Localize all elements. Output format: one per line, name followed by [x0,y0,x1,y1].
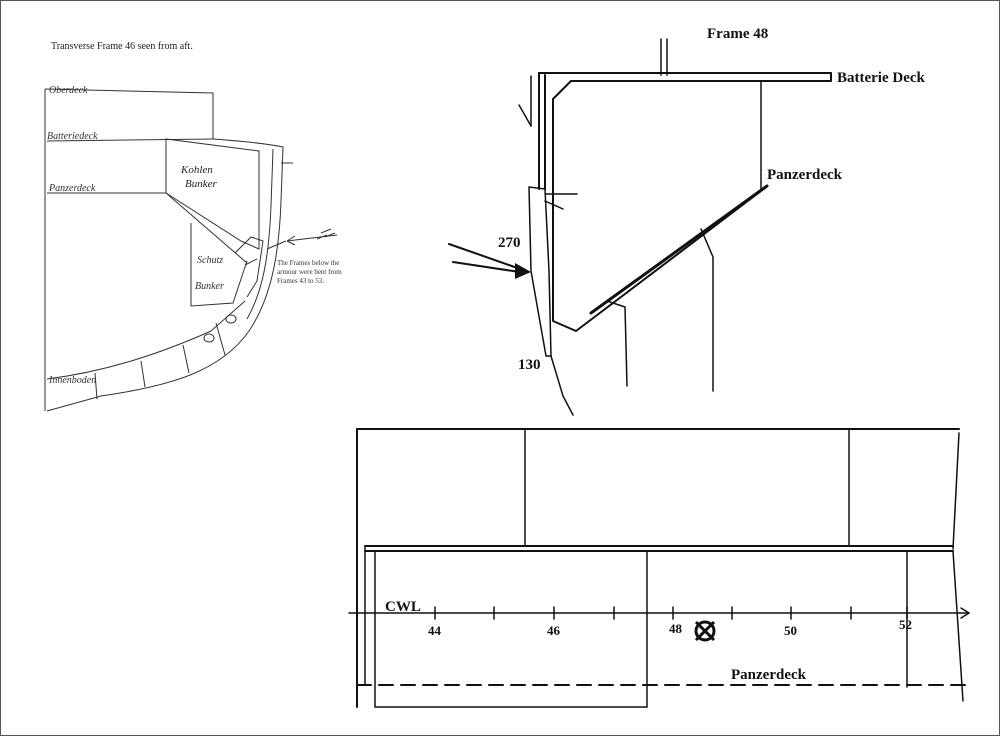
kohlen-bunker-outline [165,138,260,250]
label-panzerdeck: Panzerdeck [48,183,96,194]
note-line-1: The Frames below the [277,259,339,267]
armour-mark [244,258,258,266]
note-line-3: Frames 43 to 53. [277,277,324,285]
hull-outline [46,138,284,412]
inner-bulkhead-left [606,300,628,387]
label-panzerdeck-profile: Panzerdeck [731,667,807,683]
profile-view: CWL 44 46 48 50 52 Panzerdeck [348,428,974,708]
hull-bottom-curve [550,355,574,416]
frame-ticks [434,606,908,620]
lightening-hole [225,314,237,324]
frame-label-50: 50 [784,623,797,638]
transverse-frame-sketch: Transverse Frame 46 seen from aft. Oberd… [44,41,342,412]
side-plating-upper [538,72,546,190]
label-kohlen: Kohlen [180,164,213,176]
label-oberdeck: Oberdeck [49,85,88,96]
innenboden-line [46,300,246,380]
frame-label-52: 52 [899,617,912,632]
lightening-hole [203,333,215,343]
sketch-caption: Transverse Frame 46 seen from aft. [51,41,193,52]
upper-bracket [518,104,532,127]
belt-shelf [544,193,578,210]
frame-48-title: Frame 48 [707,26,768,42]
armour-arrow-upper [448,243,527,272]
feather-arrow-icon [286,228,338,246]
label-schutz-bunker: Bunker [195,281,224,292]
label-batterie-deck: Batterie Deck [837,70,926,86]
arrowhead-icon [515,263,531,279]
frame-inner-contour [552,80,762,332]
section-marker-icon [694,620,716,642]
label-panzerdeck-section: Panzerdeck [767,167,843,183]
armour-shelf-line [364,545,954,552]
panzerdeck-plate [589,184,769,315]
floor-dividers [94,322,226,400]
batteriedeck-line [46,138,214,142]
top-stiffener [660,38,668,76]
note-pointer [266,240,287,250]
note-line-2: armour were bent from [277,268,342,276]
oberdeck-line [44,88,214,139]
upper-plate-seams [524,428,850,547]
hull-inner-line [246,148,274,320]
frame-label-44: 44 [428,623,442,638]
label-innenboden: Innenboden [48,375,96,386]
label-cwl: CWL [385,599,421,615]
armour-arrow-lower [452,261,527,274]
lower-plate-outline [374,550,648,708]
label-batteriedeck: Batteriedeck [47,131,98,142]
cwl-arrow-icon [960,607,970,619]
label-armour-270: 270 [498,235,521,251]
frame-label-48: 48 [669,621,683,636]
inner-bulkhead-right [700,228,714,392]
panzerdeck-slope [165,192,248,264]
label-armour-130: 130 [518,357,541,373]
batterie-deck-plate [538,72,832,82]
armour-belt [528,186,552,357]
armour-bend [234,236,264,298]
label-schutz: Schutz [197,255,223,266]
lower-plate-edge [952,550,964,702]
label-bunker: Bunker [185,178,217,190]
schutz-bunker-outline [190,223,248,307]
frame-48-section: Frame 48 Batterie Deck Panzerdeck 270 13… [448,26,926,416]
frame-label-46: 46 [547,623,561,638]
upper-plate-edge [952,432,960,550]
